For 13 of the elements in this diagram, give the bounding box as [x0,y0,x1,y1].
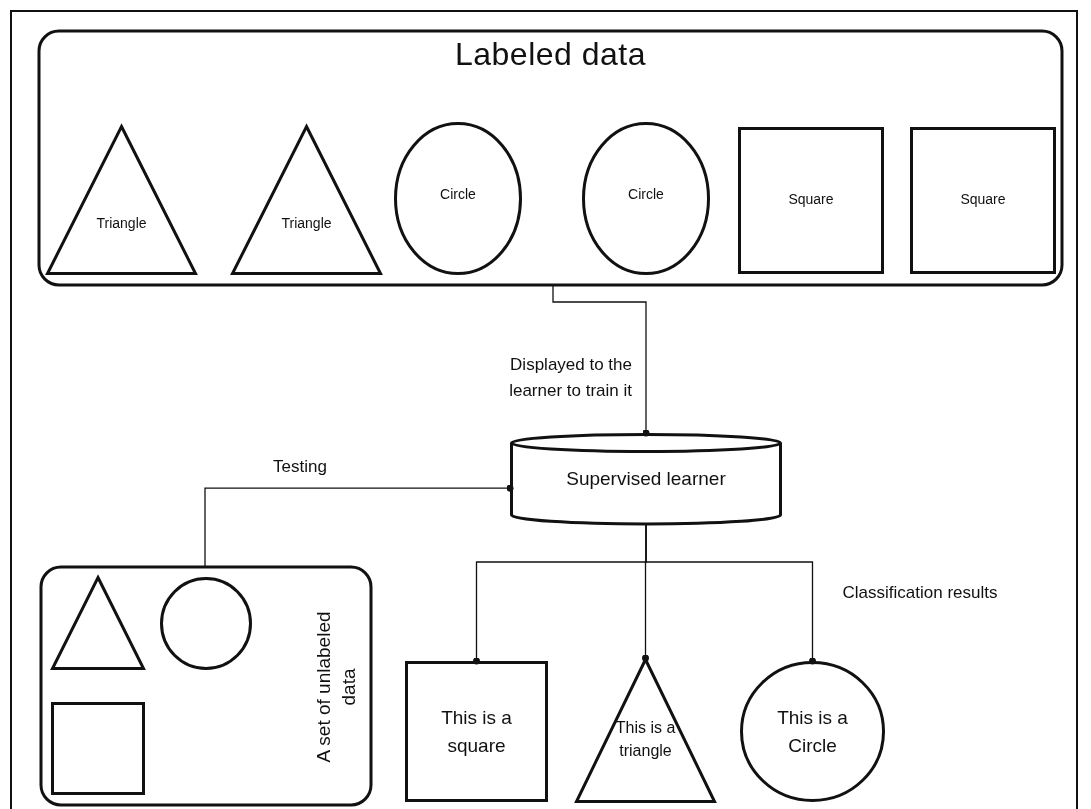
shape-label: This is a triangle [615,718,676,762]
shape-label: Square [788,190,834,209]
shape-label: Circle [440,185,476,204]
shape-label: Square [960,190,1006,209]
panel-title: A set of unlabeled data [312,610,360,765]
shape-label: This is a square [440,705,513,758]
shape-label: This is a Circle [776,705,849,758]
shape-label: Circle [628,185,664,204]
shape-label: Triangle [96,214,147,233]
panel-title: Labeled data [454,36,647,73]
shape-label: Supervised learner [566,467,726,492]
note-label: Classification results [841,582,999,604]
shape-label: Triangle [281,214,332,233]
